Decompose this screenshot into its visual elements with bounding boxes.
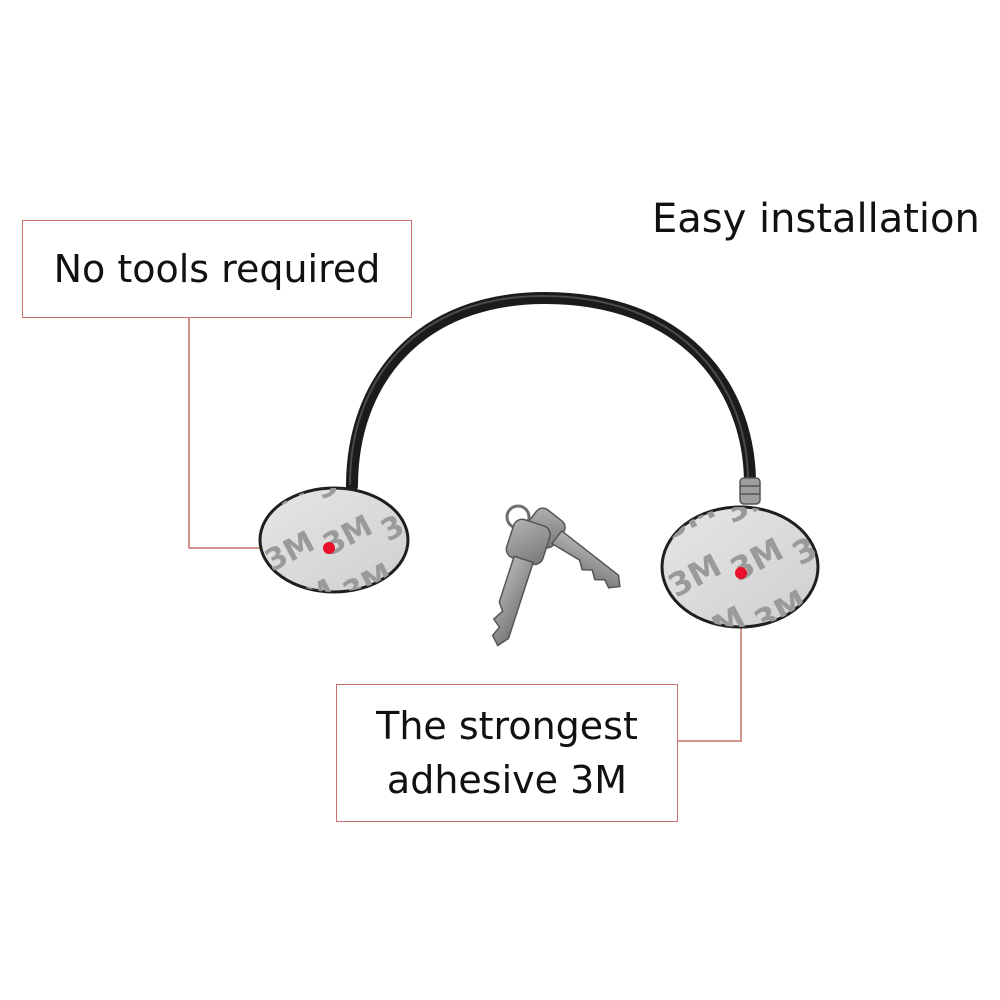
callout-adhesive: The strongest adhesive 3M xyxy=(336,684,678,822)
pad-print: 3M xyxy=(367,438,428,493)
callout-adhesive-line-1: The strongest xyxy=(376,704,638,748)
marker-dot-right xyxy=(735,567,747,579)
pad-print: 3M xyxy=(780,458,846,517)
callout-no-tools-text: No tools required xyxy=(53,247,381,291)
callout-no-tools: No tools required xyxy=(22,220,412,318)
adhesive-pad-icon: 3M 3M 3M 3M 3M 3M 3M 3M xyxy=(258,438,428,594)
keys-icon xyxy=(491,504,621,647)
security-cable xyxy=(346,291,761,505)
marker-dot-left xyxy=(323,542,335,554)
callout-adhesive-line-2: adhesive 3M xyxy=(386,758,628,802)
connector-line-adhesive xyxy=(678,573,742,742)
heading-easy-installation: Easy installation xyxy=(652,196,980,242)
callout-adhesive-text: The strongest adhesive 3M xyxy=(376,699,638,807)
